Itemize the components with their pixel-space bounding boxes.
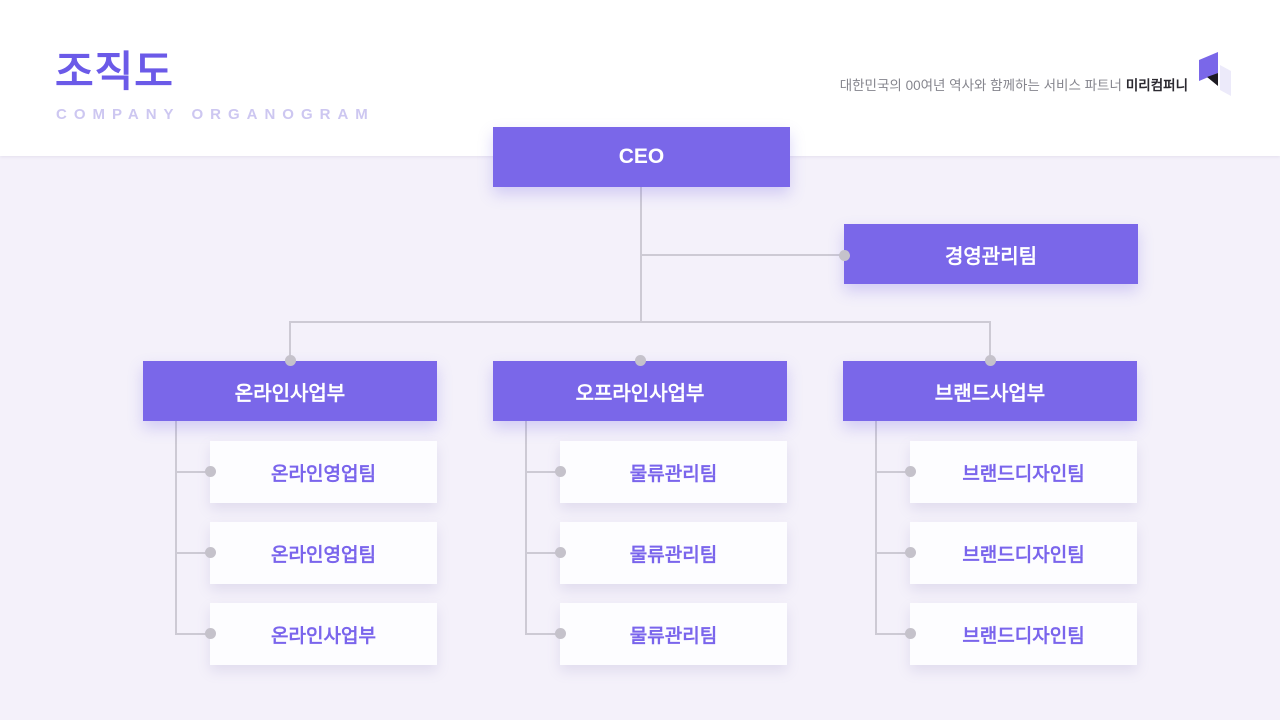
connector-col1-stub1 [175,471,211,473]
node-management-team: 경영관리팀 [844,224,1138,284]
connector-dot-col3-1 [905,466,916,477]
node-dept-online: 온라인사업부 [143,361,437,421]
node-team: 온라인영업팀 [210,441,437,503]
connector-col1-stub3 [175,633,211,635]
connector-dot-dept2 [635,355,646,366]
open-book-logo-icon [1199,52,1231,96]
node-dept-brand: 브랜드사업부 [843,361,1137,421]
page-subtitle: COMPANY ORGANOGRAM [56,106,375,123]
connector-dot-col3-2 [905,547,916,558]
brand-name: 미리컴퍼니 [1125,78,1188,93]
connector-dot-dept3 [985,355,996,366]
connector-col3-stub1 [875,471,911,473]
connector-dot-col2-1 [555,466,566,477]
node-team: 물류관리팀 [560,441,787,503]
connector-distribution-horizontal [289,321,991,323]
connector-dot-dept1 [285,355,296,366]
connector-col3-spine [875,421,877,634]
connector-dot-col2-3 [555,628,566,639]
node-team: 온라인사업부 [210,603,437,665]
node-dept-offline: 오프라인사업부 [493,361,787,421]
connector-col3-stub3 [875,633,911,635]
connector-dot-col1-3 [205,628,216,639]
node-team: 온라인영업팀 [210,522,437,584]
node-team: 물류관리팀 [560,522,787,584]
connector-col2-stub1 [525,471,561,473]
connector-dept3-drop [989,321,991,361]
connector-dot-col1-1 [205,466,216,477]
node-team: 브랜드디자인팀 [910,603,1137,665]
connector-dept1-drop [289,321,291,361]
connector-staff-horizontal [640,254,844,256]
connector-dot-col1-2 [205,547,216,558]
connector-col1-spine [175,421,177,634]
connector-dot-staff [839,250,850,261]
node-team: 브랜드디자인팀 [910,522,1137,584]
tagline-text: 대한민국의 00여년 역사와 함께하는 서비스 파트너 [839,78,1122,93]
node-ceo: CEO [493,127,790,187]
connector-dot-col2-2 [555,547,566,558]
connector-col1-stub2 [175,552,211,554]
connector-col3-stub2 [875,552,911,554]
connector-dot-col3-3 [905,628,916,639]
connector-col2-stub3 [525,633,561,635]
page-title: 조직도 [55,48,174,95]
connector-col2-spine [525,421,527,634]
node-team: 브랜드디자인팀 [910,441,1137,503]
node-team: 물류관리팀 [560,603,787,665]
connector-col2-stub2 [525,552,561,554]
